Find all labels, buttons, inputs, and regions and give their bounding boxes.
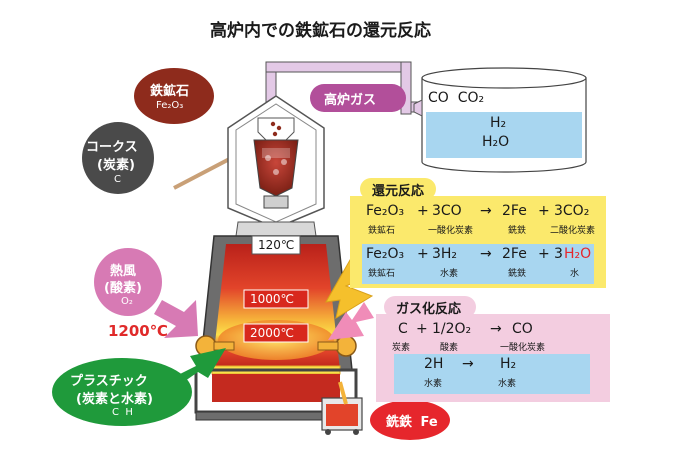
reduction-panel <box>350 178 606 288</box>
gas-tank <box>421 67 587 173</box>
red-eq2-plus2: + <box>538 246 550 262</box>
red-eq2-d-label: 水 <box>570 269 580 279</box>
red-eq1-b: 3CO <box>432 203 462 219</box>
red-eq2-a-label: 鉄鉱石 <box>368 269 396 279</box>
pig-iron-bubble <box>370 400 450 440</box>
tank-arrow <box>413 99 423 117</box>
temp-box-mid <box>243 289 309 309</box>
red-eq2-c: 2Fe <box>502 246 527 262</box>
pig-iron-symbol: Fe <box>420 415 438 430</box>
reduction-title: 還元反応 <box>372 184 425 199</box>
temp-low: 2000℃ <box>250 326 295 340</box>
temp-top: 120℃ <box>258 238 295 252</box>
gas-eq1-c-label: 一酸化炭素 <box>500 343 546 353</box>
tank-h2: H₂ <box>490 115 507 131</box>
red-eq2-d: H₂O <box>564 246 592 262</box>
red-eq1-d-label: 二酸化炭素 <box>550 226 596 236</box>
hot-air-line2: (酸素) <box>104 281 142 296</box>
red-eq2-a: Fe₂O₃ <box>366 246 405 262</box>
ore-particles <box>265 121 287 175</box>
gas-eq1-arrow: → <box>490 321 502 337</box>
coke-symbol: C <box>114 174 121 185</box>
hot-air-arrow <box>154 300 198 338</box>
gas-eq1-a: C <box>398 321 408 337</box>
furnace-top-frame <box>227 95 325 229</box>
coke-bubble <box>82 122 154 194</box>
red-eq1-c-label: 銑鉄 <box>508 226 527 236</box>
hot-air-bubble <box>94 248 162 316</box>
coke-name: コークス <box>86 140 138 155</box>
hot-air-temp: 1200℃ <box>108 322 168 340</box>
red-eq1-c: 2Fe <box>502 203 527 219</box>
gas-eq1-c: CO <box>512 321 533 337</box>
gas-eq2-arrow: → <box>462 356 474 372</box>
gas-eq2-a-label: 水素 <box>424 379 443 389</box>
plastic-symbols: C H <box>112 407 133 418</box>
pig-iron-label: 銑鉄 Fe <box>386 411 438 430</box>
red-eq1-a: Fe₂O₃ <box>366 203 405 219</box>
red-eq2-b-label: 水素 <box>440 269 459 279</box>
gas-eq2-c: H₂ <box>500 356 517 372</box>
tank-co-co2: CO CO₂ <box>428 90 485 106</box>
temp-box-top <box>251 235 301 255</box>
red-eq1-d: 3CO₂ <box>554 203 590 219</box>
blast-gas-label: 高炉ガス <box>324 93 377 108</box>
red-eq2-d-coef: 3 <box>554 246 563 262</box>
tuyere-right <box>317 335 357 357</box>
iron-ore-formula: Fe₂O₃ <box>156 100 184 111</box>
red-eq1-plus2: + <box>538 203 550 219</box>
gas-eq1-plus: + <box>416 321 428 337</box>
plastic-line1: プラスチック <box>70 374 148 389</box>
blast-gas-bubble <box>310 84 406 112</box>
red-eq1-b-label: 一酸化炭素 <box>428 226 474 236</box>
hot-air-line1: 熱風 <box>110 264 137 279</box>
gas-eq2-a: 2H <box>424 356 444 372</box>
iron-ore-bubble <box>134 68 214 124</box>
iron-ore-name: 鉄鉱石 <box>150 84 190 99</box>
red-eq2-c-label: 銑鉄 <box>508 269 527 279</box>
red-eq1-plus1: + <box>417 203 429 219</box>
plastic-bubble <box>52 358 192 426</box>
red-eq1-arrow: → <box>480 203 492 219</box>
gasification-panel <box>376 296 610 402</box>
gasification-arrow <box>328 302 374 340</box>
pig-iron-name: 銑鉄 <box>386 415 413 430</box>
coke-sub: (炭素) <box>97 158 135 173</box>
gas-eq1-b-label: 酸素 <box>440 343 459 353</box>
page-title: 高炉内での鉄鉱石の還元反応 <box>210 21 431 41</box>
gas-eq1-a-label: 炭素 <box>392 343 411 353</box>
red-eq2-plus1: + <box>417 246 429 262</box>
pig-iron-ladle <box>321 381 363 435</box>
red-eq1-a-label: 鉄鉱石 <box>368 226 396 236</box>
temp-mid: 1000℃ <box>250 292 295 306</box>
gas-eq2-c-label: 水素 <box>498 379 517 389</box>
hot-air-formula: O₂ <box>121 296 133 307</box>
gasification-title: ガス化反応 <box>396 302 462 317</box>
red-eq2-arrow: → <box>480 246 492 262</box>
tank-h2o: H₂O <box>482 134 510 150</box>
gas-eq1-b: 1/2O₂ <box>432 321 472 337</box>
red-eq2-b: 3H₂ <box>432 246 458 262</box>
plastic-line2: (炭素と水素) <box>76 392 153 407</box>
temp-box-low <box>243 323 309 343</box>
